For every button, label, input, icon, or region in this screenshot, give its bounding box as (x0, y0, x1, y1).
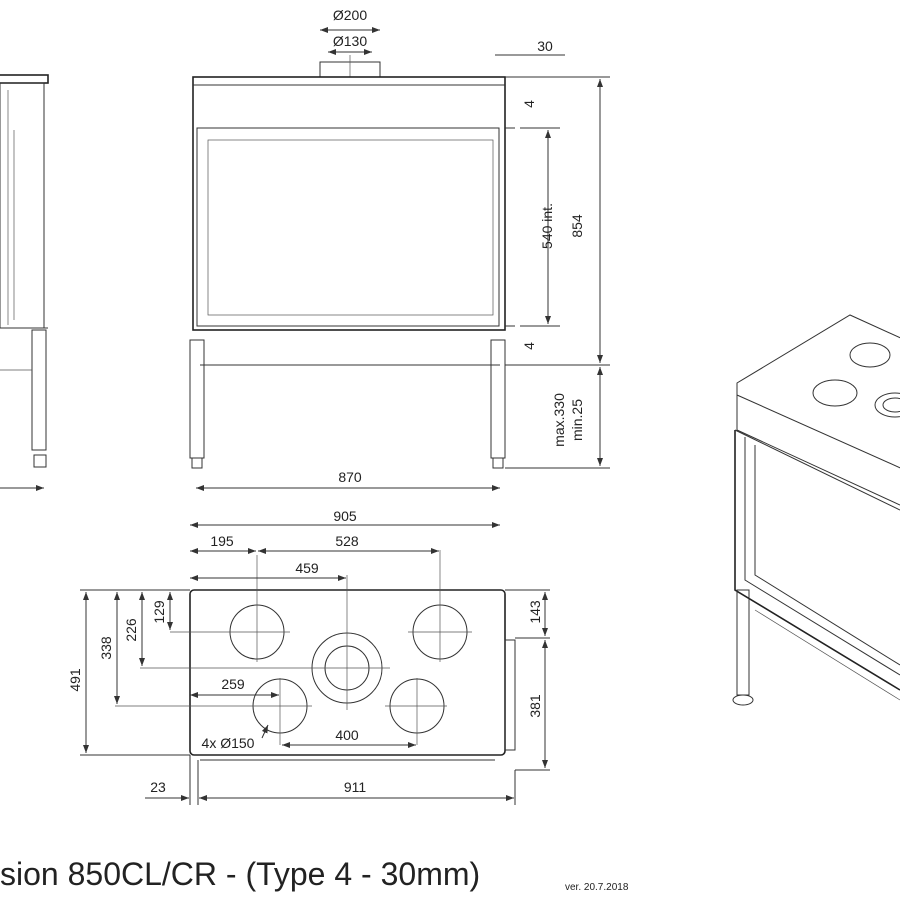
dim-381-label: 381 (527, 694, 543, 718)
dim-129-label: 129 (151, 600, 167, 624)
flue-outer-label: Ø200 (333, 7, 367, 23)
front-view: Ø200 Ø130 30 4 540 int. 854 4 max.330 mi… (189, 7, 610, 491)
dim-23-label: 23 (150, 779, 166, 795)
version-label: ver. 20.7.2018 (565, 882, 629, 893)
top-gap-label: 4 (521, 100, 537, 108)
total-height-label: 854 (569, 214, 585, 238)
holes-label: 4x Ø150 (202, 735, 255, 751)
depth-label: 491 (67, 668, 83, 692)
side-view (0, 74, 49, 491)
dim-400-label: 400 (335, 727, 359, 743)
offset-label: 30 (537, 38, 553, 54)
leg-max-label: max.330 (551, 393, 567, 447)
glass-height-label: 540 int. (539, 203, 555, 249)
flue-inner-label: Ø130 (333, 33, 367, 49)
bottom-gap-label: 4 (521, 342, 537, 350)
isometric-view (732, 314, 900, 706)
bottom-view: 905 195 528 459 129 226 338 491 259 400 … (67, 508, 550, 805)
dim-143-label: 143 (527, 600, 543, 624)
leg-min-label: min.25 (569, 399, 585, 441)
dim-195-label: 195 (210, 533, 234, 549)
width-label: 870 (338, 469, 362, 485)
dim-528-label: 528 (335, 533, 359, 549)
dim-226-label: 226 (123, 618, 139, 642)
drawing-title: sion 850CL/CR - (Type 4 - 30mm) (0, 856, 480, 892)
total-width-label: 905 (333, 508, 357, 524)
dim-459-label: 459 (295, 560, 319, 576)
dim-259-label: 259 (221, 676, 245, 692)
dim-338-label: 338 (98, 636, 114, 660)
dim-911-label: 911 (344, 779, 367, 795)
